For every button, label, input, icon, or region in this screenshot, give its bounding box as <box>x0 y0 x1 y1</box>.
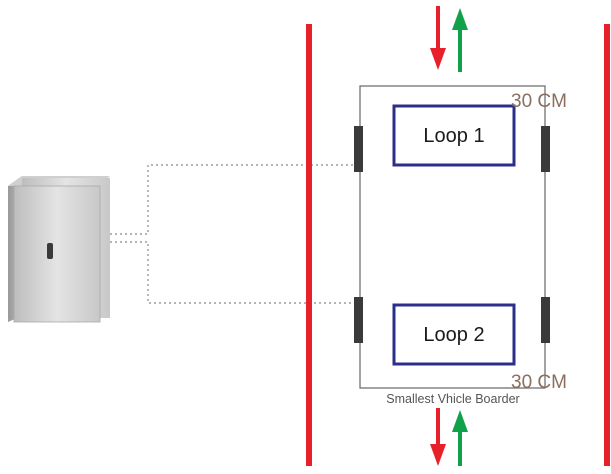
cabinet-lock-icon <box>47 243 53 259</box>
sensor-bar-top-right <box>541 126 550 172</box>
sensor-bar-bottom-right <box>541 297 550 343</box>
control-cabinet-icon <box>8 176 110 323</box>
sensor-bar-top-left <box>354 126 363 172</box>
loop-2-outline <box>392 303 516 366</box>
loop-2: Loop 2 <box>392 303 516 366</box>
sensor-bar-bottom-left <box>354 297 363 343</box>
arrow-up-icon <box>452 410 468 466</box>
dimension-label-bottom: 30 CM <box>511 372 567 393</box>
dotted-cables <box>110 164 360 304</box>
loop-1-label: Loop 1 <box>423 125 484 147</box>
arrow-down-icon <box>430 6 446 70</box>
arrow-up-icon <box>452 8 468 72</box>
loop-1-outline <box>392 104 516 167</box>
loop-1: Loop 1 <box>392 104 516 167</box>
loop-2-label: Loop 2 <box>423 324 484 346</box>
vehicle-border-caption: Smallest Vhicle Boarder <box>386 392 519 406</box>
dimension-label-top: 30 CM <box>511 91 567 112</box>
vehicle-border <box>359 85 546 389</box>
arrow-down-icon <box>430 408 446 466</box>
